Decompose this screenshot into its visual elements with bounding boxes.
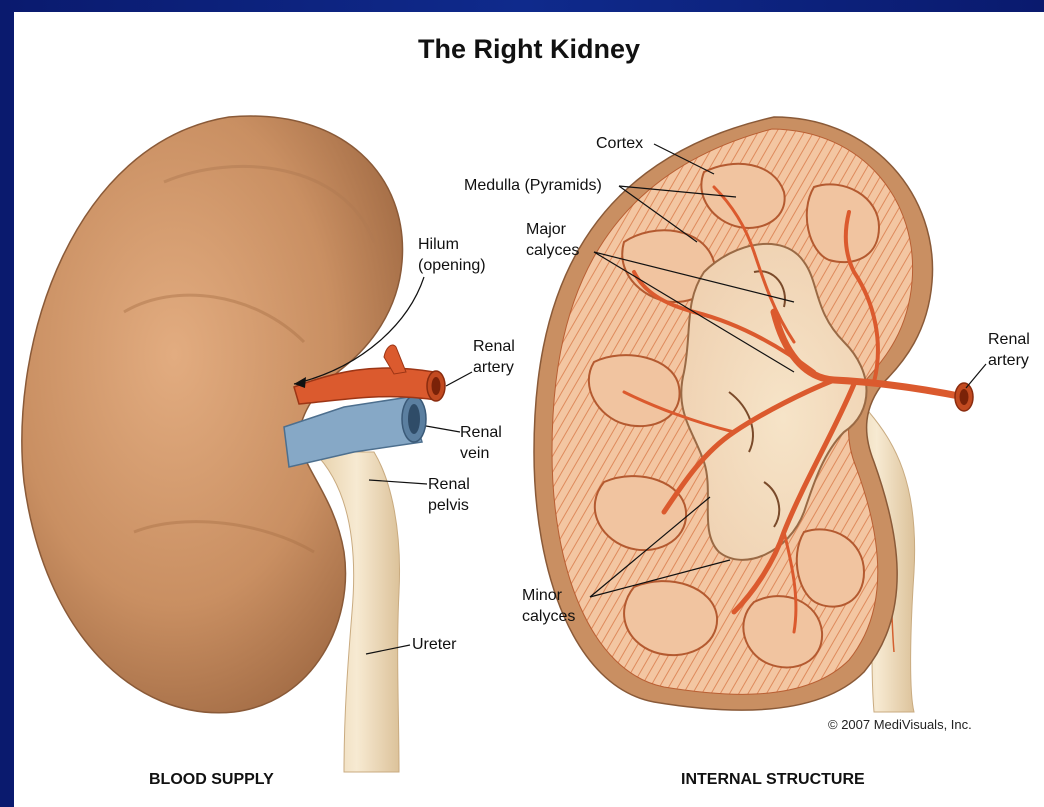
label-left-renal-artery: Renal artery: [473, 336, 515, 378]
copyright-text: © 2007 MediVisuals, Inc.: [828, 717, 972, 732]
label-left-renal-artery-line1: Renal: [473, 336, 515, 357]
label-minor-calyces: Minor calyces: [522, 585, 575, 627]
label-right-renal-artery-line1: Renal: [988, 329, 1030, 350]
label-medulla: Medulla (Pyramids): [464, 175, 602, 196]
page-title: The Right Kidney: [14, 34, 1044, 65]
label-minor-calyces-line1: Minor: [522, 585, 575, 606]
label-major-calyces-line2: calyces: [526, 240, 579, 261]
label-right-renal-artery-line2: artery: [988, 350, 1030, 371]
label-hilum: Hilum (opening): [418, 234, 486, 276]
kidney-illustration: [14, 12, 1044, 807]
caption-blood-supply: BLOOD SUPPLY: [149, 771, 274, 789]
label-cortex: Cortex: [596, 133, 643, 154]
label-renal-pelvis-line2: pelvis: [428, 495, 470, 516]
label-renal-pelvis-line1: Renal: [428, 474, 470, 495]
label-minor-calyces-line2: calyces: [522, 606, 575, 627]
label-major-calyces: Major calyces: [526, 219, 579, 261]
label-left-renal-artery-line2: artery: [473, 357, 515, 378]
label-hilum-line2: (opening): [418, 255, 486, 276]
label-renal-pelvis: Renal pelvis: [428, 474, 470, 516]
caption-internal-structure: INTERNAL STRUCTURE: [681, 771, 865, 789]
label-ureter: Ureter: [412, 634, 456, 655]
label-renal-vein-line2: vein: [460, 443, 502, 464]
label-major-calyces-line1: Major: [526, 219, 579, 240]
figure-panel: The Right Kidney Hilum (opening) Renal a…: [14, 12, 1044, 807]
label-hilum-line1: Hilum: [418, 234, 486, 255]
label-renal-vein-line1: Renal: [460, 422, 502, 443]
label-right-renal-artery: Renal artery: [988, 329, 1030, 371]
label-renal-vein: Renal vein: [460, 422, 502, 464]
